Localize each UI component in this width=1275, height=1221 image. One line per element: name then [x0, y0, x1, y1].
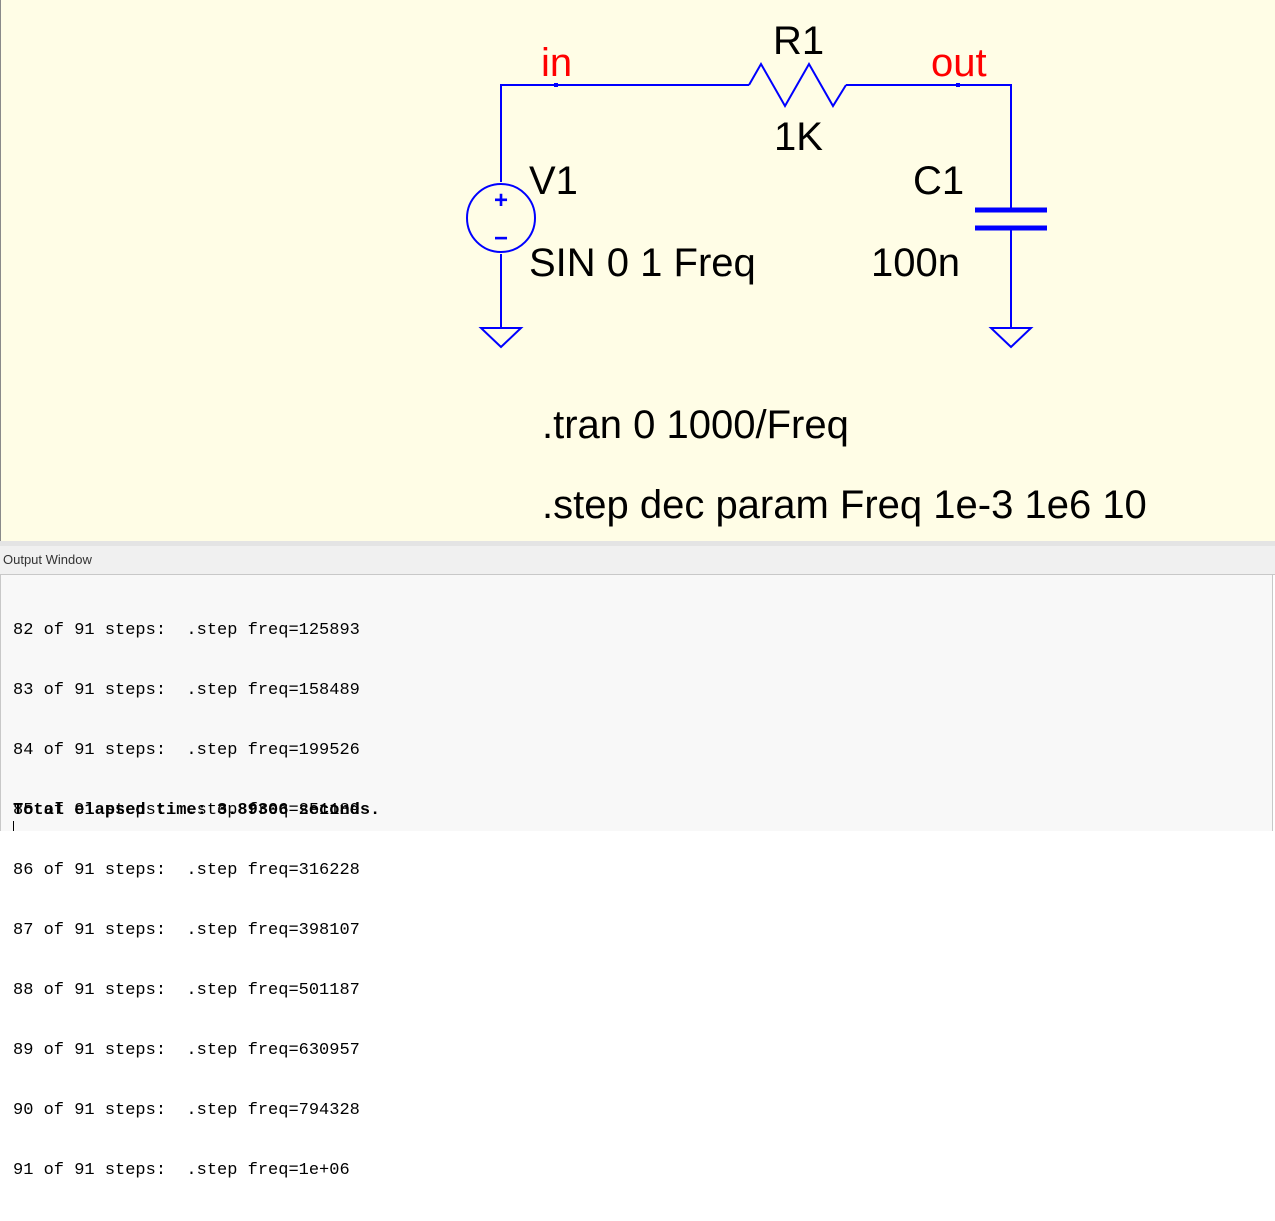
minus-sign-icon: − [494, 225, 508, 252]
voltage-source-v1-symbol[interactable] [466, 183, 536, 253]
elapsed-time-line: Total elapsed time: 3.89306 seconds. [13, 801, 381, 820]
ground-icon-v1 [478, 327, 524, 349]
spice-directive-tran[interactable]: .tran 0 1000/Freq [542, 403, 849, 447]
log-line: 84 of 91 steps: .step freq=199526 [13, 741, 360, 760]
plus-sign-icon: + [494, 187, 508, 214]
log-line: 90 of 91 steps: .step freq=794328 [13, 1101, 360, 1120]
schematic-drawing[interactable]: + − in out R1 1K V1 SIN 0 1 Freq C1 100n… [1, 0, 1275, 541]
pane-splitter[interactable] [0, 541, 1275, 546]
output-window: Output Window 82 of 91 steps: .step freq… [0, 546, 1275, 1180]
voltage-source-v1-name[interactable]: V1 [529, 159, 578, 203]
net-label-out[interactable]: out [931, 41, 987, 85]
capacitor-c1-value[interactable]: 100n [871, 241, 960, 285]
output-log-lines: 82 of 91 steps: .step freq=125893 83 of … [13, 581, 360, 1221]
output-log[interactable]: 82 of 91 steps: .step freq=125893 83 of … [0, 575, 1273, 1180]
ground-icon-c1 [988, 327, 1034, 349]
capacitor-c1-name[interactable]: C1 [913, 159, 964, 203]
text-cursor [13, 821, 14, 831]
log-line: 82 of 91 steps: .step freq=125893 [13, 621, 360, 640]
wire-out[interactable] [846, 84, 1012, 209]
log-line: 86 of 91 steps: .step freq=316228 [13, 861, 360, 880]
log-line: 87 of 91 steps: .step freq=398107 [13, 921, 360, 940]
net-dot-in [554, 83, 558, 87]
log-line: 88 of 91 steps: .step freq=501187 [13, 981, 360, 1000]
resistor-r1-value[interactable]: 1K [774, 115, 823, 159]
wire-in[interactable] [500, 84, 749, 182]
net-label-in[interactable]: in [541, 41, 572, 85]
resistor-r1-symbol[interactable] [748, 61, 847, 109]
log-line: 85 of 91 steps: .step freq=251189 [13, 801, 360, 820]
spice-directive-step[interactable]: .step dec param Freq 1e-3 1e6 10 [542, 483, 1147, 527]
log-line: 89 of 91 steps: .step freq=630957 [13, 1041, 360, 1060]
output-window-title: Output Window [0, 546, 1275, 575]
log-line: 91 of 91 steps: .step freq=1e+06 [13, 1161, 350, 1180]
net-dot-out [956, 83, 960, 87]
schematic-canvas[interactable]: + − in out R1 1K V1 SIN 0 1 Freq C1 100n… [0, 0, 1275, 541]
log-line: 83 of 91 steps: .step freq=158489 [13, 681, 360, 700]
voltage-source-v1-value[interactable]: SIN 0 1 Freq [529, 241, 756, 285]
resistor-r1-name[interactable]: R1 [773, 19, 824, 63]
